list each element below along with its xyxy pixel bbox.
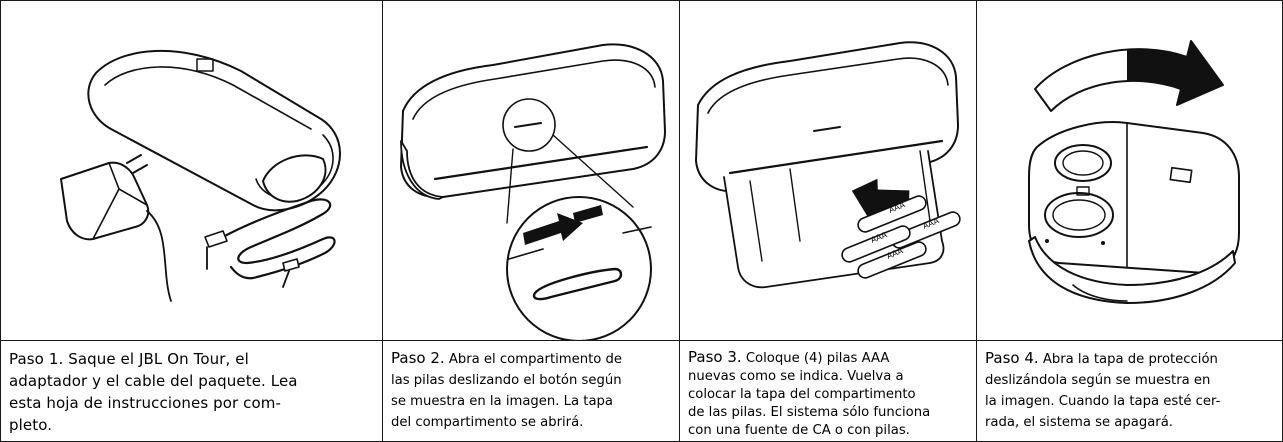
step-4-text: Paso 4. Abra la tapa de protección bbox=[985, 348, 1274, 370]
step-line: Abra el compartimento de bbox=[448, 352, 623, 367]
step-4-caption: Paso 4. Abra la tapa de protección desli… bbox=[976, 340, 1283, 442]
step-line: colocar la tapa del compartimento bbox=[688, 387, 916, 402]
step-3-illustration: AAA AAA AAA AAA bbox=[679, 0, 977, 341]
step-2-caption: Paso 2. Abra el compartimento de las pil… bbox=[382, 340, 680, 442]
step-line: Saque el JBL On Tour, el bbox=[68, 350, 249, 368]
step-line: Coloque (4) pilas AAA bbox=[745, 351, 890, 366]
step-line: Abra la tapa de protección bbox=[1042, 352, 1218, 367]
step-line: deslizándola según se muestra en bbox=[985, 373, 1211, 388]
step-line: se muestra en la imagen. La tapa bbox=[391, 394, 613, 409]
step-line: esta hoja de instrucciones por com- bbox=[9, 394, 281, 412]
step-line: del compartimento se abrirá. bbox=[391, 415, 584, 430]
step-line: adaptador y el cable del paquete. Lea bbox=[9, 372, 298, 390]
step-1-illustration bbox=[0, 0, 383, 341]
step-4-illustration bbox=[976, 0, 1283, 341]
step-line: pleto. bbox=[9, 416, 53, 434]
speaker-adapter-cable-icon bbox=[60, 49, 341, 302]
step-3-text: Paso 3. Coloque (4) pilas AAA bbox=[688, 348, 968, 368]
insert-batteries-icon: AAA AAA AAA AAA bbox=[695, 41, 961, 289]
step-3-caption: Paso 3. Coloque (4) pilas AAA nuevas com… bbox=[679, 340, 977, 442]
step-line: la imagen. Cuando la tapa esté cer- bbox=[985, 394, 1221, 409]
step-line: rada, el sistema se apagará. bbox=[985, 415, 1173, 430]
step-1-caption: Paso 1. Saque el JBL On Tour, el adaptad… bbox=[0, 340, 383, 442]
step-line: con una fuente de CA o con pilas. bbox=[688, 423, 910, 438]
open-cover-icon bbox=[1028, 40, 1240, 304]
step-2-text: Paso 2. Abra el compartimento de bbox=[391, 348, 671, 370]
step-2-illustration bbox=[382, 0, 680, 341]
step-line: nuevas como se indica. Vuelva a bbox=[688, 369, 904, 384]
battery-icon: AAA AAA AAA AAA bbox=[841, 195, 961, 279]
step-1-text: Paso 1. Saque el JBL On Tour, el bbox=[9, 348, 374, 370]
step-line: de las pilas. El sistema sólo funciona bbox=[688, 405, 931, 420]
step-lead: Paso 1. bbox=[9, 350, 64, 368]
step-lead: Paso 3. bbox=[688, 348, 742, 366]
step-line: las pilas deslizando el botón según bbox=[391, 373, 622, 388]
slide-button-icon bbox=[400, 43, 666, 340]
step-lead: Paso 2. bbox=[391, 349, 445, 367]
step-lead: Paso 4. bbox=[985, 349, 1039, 367]
